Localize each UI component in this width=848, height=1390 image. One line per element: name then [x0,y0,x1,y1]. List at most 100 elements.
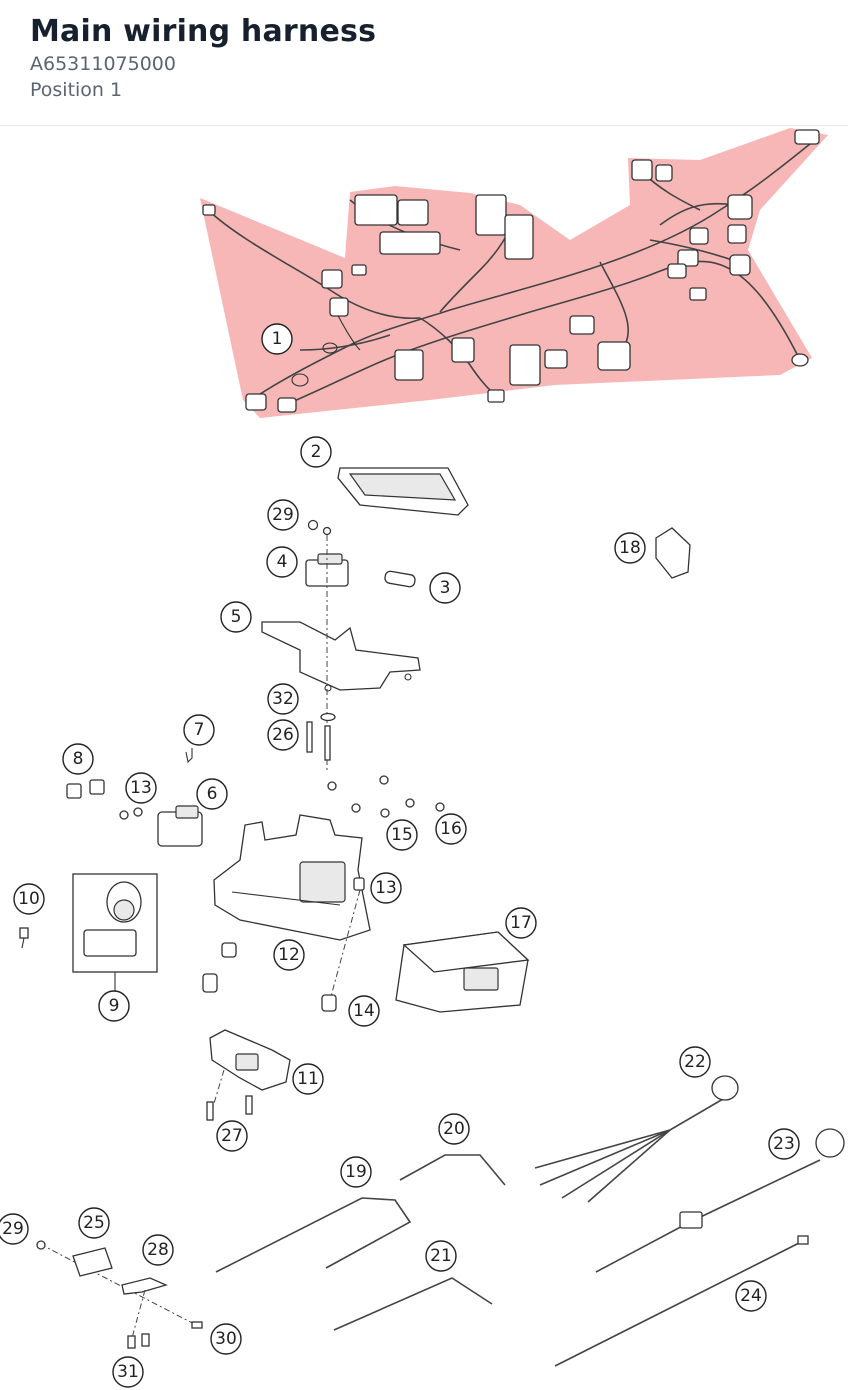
callout-label: 27 [221,1126,243,1146]
callout-label: 11 [297,1069,319,1089]
callout-5[interactable]: 5 [220,601,252,633]
callout-4[interactable]: 4 [266,546,298,578]
callout-32[interactable]: 32 [267,683,299,715]
callout-27[interactable]: 27 [216,1120,248,1152]
callout-label: 12 [278,945,300,965]
callout-label: 10 [18,889,40,909]
callout-label: 13 [375,878,397,898]
callout-13-left[interactable]: 13 [125,772,157,804]
screw-part-31[interactable] [127,1333,150,1349]
cable-part-23[interactable] [595,1128,845,1273]
page-header: Main wiring harness A65311075000 Positio… [0,0,848,126]
bracket-part-28[interactable] [121,1277,168,1295]
nut-part-29-bottom[interactable] [36,1240,46,1250]
callout-9[interactable]: 9 [98,990,130,1022]
position-label: Position 1 [30,79,123,101]
fuse-part-3[interactable] [384,570,416,588]
callout-label: 26 [272,725,294,745]
callout-24[interactable]: 24 [735,1280,767,1312]
part-number: A65311075000 [30,53,176,75]
callout-15[interactable]: 15 [386,819,418,851]
page-title: Main wiring harness [30,14,377,49]
control-unit-part-2[interactable] [337,467,469,516]
battery-tray-part-12[interactable] [202,814,371,993]
cable-part-20[interactable] [399,1154,506,1186]
nut-part-15[interactable] [327,781,390,818]
callout-label: 22 [684,1052,706,1072]
callout-label: 8 [73,749,84,769]
callout-label: 28 [147,1240,169,1260]
callout-13-right[interactable]: 13 [370,872,402,904]
cable-part-19[interactable] [215,1197,412,1273]
callout-20[interactable]: 20 [438,1113,470,1145]
callout-28[interactable]: 28 [142,1234,174,1266]
callout-label: 24 [740,1286,762,1306]
relay-part-6[interactable] [157,805,203,847]
grommet-part-13-right[interactable] [353,877,365,891]
callout-23[interactable]: 23 [768,1128,800,1160]
callout-25[interactable]: 25 [78,1207,110,1239]
callout-22[interactable]: 22 [679,1046,711,1078]
callout-label: 15 [391,825,413,845]
wiring-harness-part-1[interactable] [200,128,828,418]
callout-8[interactable]: 8 [62,743,94,775]
washer-part-32[interactable] [320,712,336,722]
callout-label: 32 [272,689,294,709]
bolt-part-27[interactable] [206,1095,253,1121]
bolt-part-26[interactable] [306,721,331,761]
callout-21[interactable]: 21 [425,1240,457,1272]
callout-label: 20 [443,1119,465,1139]
bracket-part-25[interactable] [72,1247,113,1277]
callout-10[interactable]: 10 [13,883,45,915]
callout-18[interactable]: 18 [614,532,646,564]
callout-12[interactable]: 12 [273,939,305,971]
callout-17[interactable]: 17 [505,907,537,939]
callout-29-top[interactable]: 29 [267,499,299,531]
callout-label: 19 [345,1162,367,1182]
callout-label: 1 [272,329,283,349]
callout-26[interactable]: 26 [267,719,299,751]
damper-part-14[interactable] [321,994,337,1012]
clip-part-8[interactable] [66,779,105,799]
cable-part-24[interactable] [554,1235,809,1367]
callout-6[interactable]: 6 [196,778,228,810]
exploded-parts-diagram: 1 2 29 18 4 3 5 32 7 26 8 13 6 15 16 13 … [0,127,848,1390]
nut-part-29-top[interactable] [307,519,332,536]
callout-label: 21 [430,1246,452,1266]
callout-label: 7 [194,720,205,740]
callout-14[interactable]: 14 [348,995,380,1027]
callout-label: 2 [311,442,322,462]
screw-part-10[interactable] [19,927,29,949]
battery-part-17[interactable] [395,931,530,1013]
callout-label: 5 [231,607,242,627]
grommet-part-16[interactable] [379,775,445,812]
module-part-11[interactable] [209,1029,291,1091]
grommet-part-13-left[interactable] [119,807,143,820]
callout-7[interactable]: 7 [183,714,215,746]
callout-29-bottom[interactable]: 29 [0,1213,29,1245]
callout-31[interactable]: 31 [112,1356,144,1388]
callout-label: 29 [272,505,294,525]
callout-label: 30 [215,1329,237,1349]
cap-part-18[interactable] [655,527,691,579]
callout-16[interactable]: 16 [435,813,467,845]
cable-part-21[interactable] [333,1277,493,1331]
callout-label: 25 [83,1213,105,1233]
callout-label: 4 [277,552,288,572]
bracket-part-5[interactable] [261,621,421,692]
callout-3[interactable]: 3 [429,572,461,604]
callout-label: 18 [619,538,641,558]
clip-part-7[interactable] [185,748,193,764]
callout-2[interactable]: 2 [300,436,332,468]
callout-label: 6 [207,784,218,804]
callout-1[interactable]: 1 [261,323,293,355]
callout-19[interactable]: 19 [340,1156,372,1188]
callout-label: 23 [773,1134,795,1154]
connector-kit-part-9[interactable] [72,873,158,993]
callout-11[interactable]: 11 [292,1063,324,1095]
callout-label: 31 [117,1362,139,1382]
callout-30[interactable]: 30 [210,1323,242,1355]
callout-label: 13 [130,778,152,798]
cable-part-22[interactable] [534,1075,739,1203]
bolt-part-30[interactable] [191,1321,203,1329]
